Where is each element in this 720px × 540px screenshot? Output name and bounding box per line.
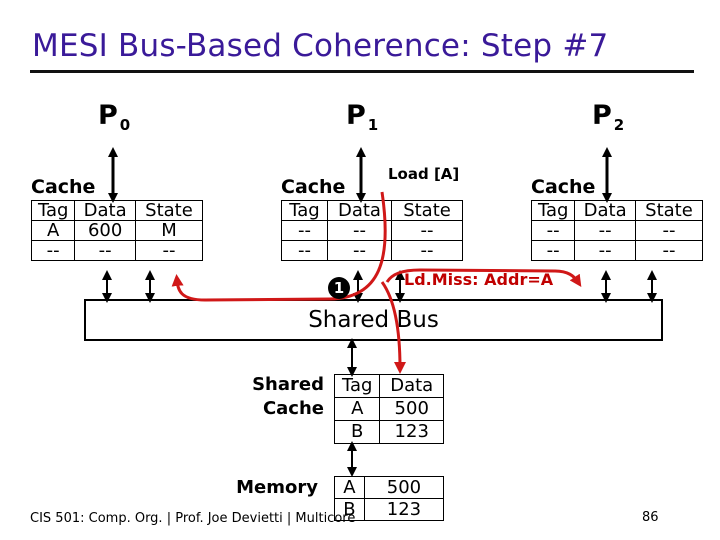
request-arrow-to-shared-cache xyxy=(380,281,406,374)
shared-bus: Shared Bus xyxy=(84,299,663,341)
shared-cache-label-line1: Shared xyxy=(252,374,324,395)
cache-p1-cell: -- xyxy=(391,240,463,261)
shared-cache-cell: B xyxy=(333,420,381,444)
cache-p0-cell: -- xyxy=(30,240,76,261)
cache-p0-header-tag: Tag xyxy=(30,200,76,221)
cache-p1-header-row: Tag Data State xyxy=(281,200,463,221)
shared-cache-table: Tag Data A 500 B 123 xyxy=(333,374,444,444)
shared-cache-row: A 500 xyxy=(333,397,444,421)
shared-cache-header-row: Tag Data xyxy=(333,374,444,398)
cache-p1-row: -- -- -- xyxy=(281,220,463,241)
memory-label: Memory xyxy=(236,477,318,498)
cache-p2-label: Cache xyxy=(531,176,596,198)
cache-p0-row: A 600 M xyxy=(30,220,204,241)
shared-cache-cell: 500 xyxy=(379,397,444,421)
footer-text: CIS 501: Comp. Org. | Prof. Joe Devietti… xyxy=(30,511,356,526)
step-badge: 1 xyxy=(328,277,350,299)
cache-p0-header-data: Data xyxy=(74,200,136,221)
processor-p2-sub: 2 xyxy=(613,116,625,134)
memory-row: A 500 xyxy=(334,476,445,499)
cache-p2-cell: -- xyxy=(530,240,576,261)
processor-p1-sub: 1 xyxy=(367,116,379,134)
processor-p2-name: P xyxy=(592,100,612,131)
cache-p1-cell: -- xyxy=(391,220,463,241)
miss-label: Ld.Miss: Addr=A xyxy=(404,270,554,289)
cache-p1-label: Cache xyxy=(281,176,346,198)
cache-p2-row: -- -- -- xyxy=(530,240,704,261)
load-label: Load [A] xyxy=(388,165,460,183)
cache-p1-cell: -- xyxy=(326,240,393,261)
cache-p0-row: -- -- -- xyxy=(30,240,204,261)
shared-cache-row: B 123 xyxy=(333,420,444,444)
memory-row: B 123 xyxy=(334,498,445,521)
cache-p0-cell: M xyxy=(134,220,204,241)
memory-cell: 500 xyxy=(363,476,445,499)
cache-p0-cell: -- xyxy=(134,240,204,261)
page-number: 86 xyxy=(642,510,659,525)
cache-p2-cell: -- xyxy=(634,240,704,261)
shared-cache-label-line2: Cache xyxy=(262,398,324,419)
memory-cell: B xyxy=(334,498,365,521)
request-arrow-to-p2 xyxy=(385,268,582,287)
cache-p1-cell: -- xyxy=(326,220,393,241)
cache-p0-label: Cache xyxy=(31,176,96,198)
shared-cache-cell: A xyxy=(333,397,381,421)
cache-p0-cell: A xyxy=(30,220,76,241)
cache-p2-cell: -- xyxy=(530,220,576,241)
cache-p1-header-state: State xyxy=(391,200,463,221)
memory-cell: 123 xyxy=(363,498,445,521)
cache-p1-header-tag: Tag xyxy=(281,200,328,221)
cache-p1-cell: -- xyxy=(281,240,328,261)
slide-title: MESI Bus-Based Coherence: Step #7 xyxy=(32,28,609,64)
cache-p0-table: Tag Data State A 600 M -- -- -- xyxy=(30,200,204,261)
cache-p2-cell: -- xyxy=(574,220,636,241)
processor-p0-sub: 0 xyxy=(119,116,131,134)
title-rule xyxy=(30,70,694,73)
memory-cell: A xyxy=(334,476,365,499)
cache-p1-table: Tag Data State -- -- -- -- -- -- xyxy=(281,200,463,261)
memory-table: A 500 B 123 xyxy=(334,476,445,521)
processor-p1-name: P xyxy=(346,100,366,131)
shared-cache-header-tag: Tag xyxy=(333,374,381,398)
request-arrow-to-p0 xyxy=(171,191,387,302)
shared-cache-header-data: Data xyxy=(379,374,444,398)
shared-cache-cell: 123 xyxy=(379,420,444,444)
processor-p0-name: P xyxy=(98,100,118,131)
cache-p1-row: -- -- -- xyxy=(281,240,463,261)
